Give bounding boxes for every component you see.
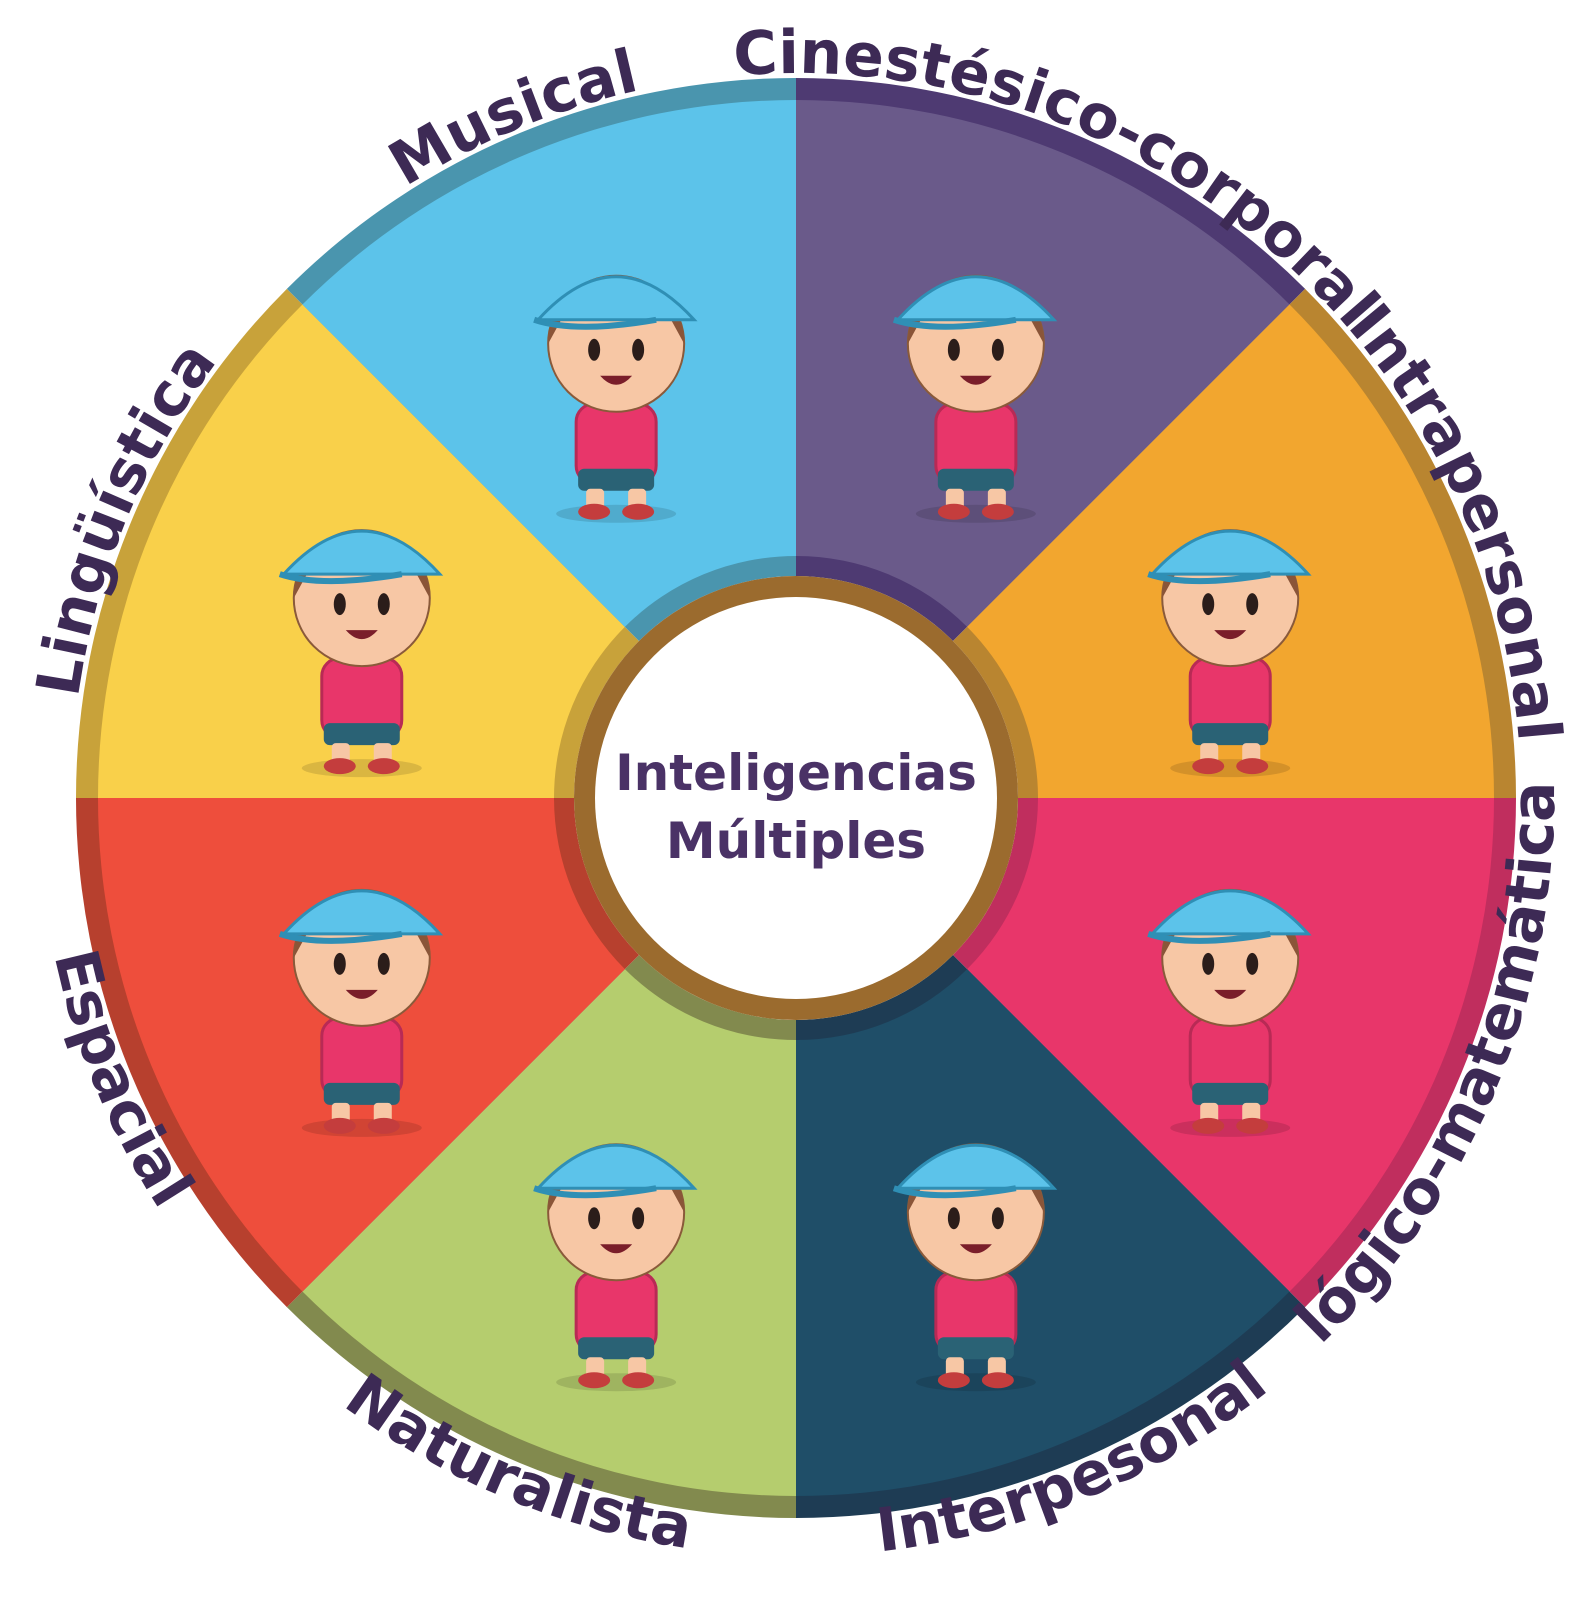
center-title-line1: Inteligencias [615, 744, 977, 802]
child-reading-book-with-letters-illustration [278, 529, 444, 778]
child-with-paintbrushes-illustration [278, 888, 444, 1137]
child-watering-plants-illustration [533, 1143, 698, 1392]
child-looking-in-mirror-illustration [1147, 529, 1312, 778]
illustrations-layer [278, 274, 1312, 1392]
segment-fill-interpesonal [796, 969, 1290, 1496]
child-playing-guitar-illustration [533, 274, 698, 523]
center-hub: Inteligencias Múltiples [574, 576, 1018, 1020]
child-with-glasses-and-flask-illustration [1147, 888, 1312, 1137]
child-playing-tennis-illustration [892, 274, 1058, 523]
segment-musical [286, 78, 796, 642]
segment-interpesonal [796, 954, 1306, 1518]
two-children-with-balloons-illustration [892, 1143, 1058, 1392]
segment-fill-naturalista [302, 969, 796, 1496]
center-title-line2: Múltiples [666, 812, 926, 870]
center-hub-disc [595, 597, 997, 999]
segment-naturalista [286, 954, 796, 1518]
segment-fill-musical [302, 100, 796, 627]
segment-cinestesico-corporal [796, 78, 1306, 642]
segment-fill-cinestesico-corporal [796, 100, 1290, 627]
